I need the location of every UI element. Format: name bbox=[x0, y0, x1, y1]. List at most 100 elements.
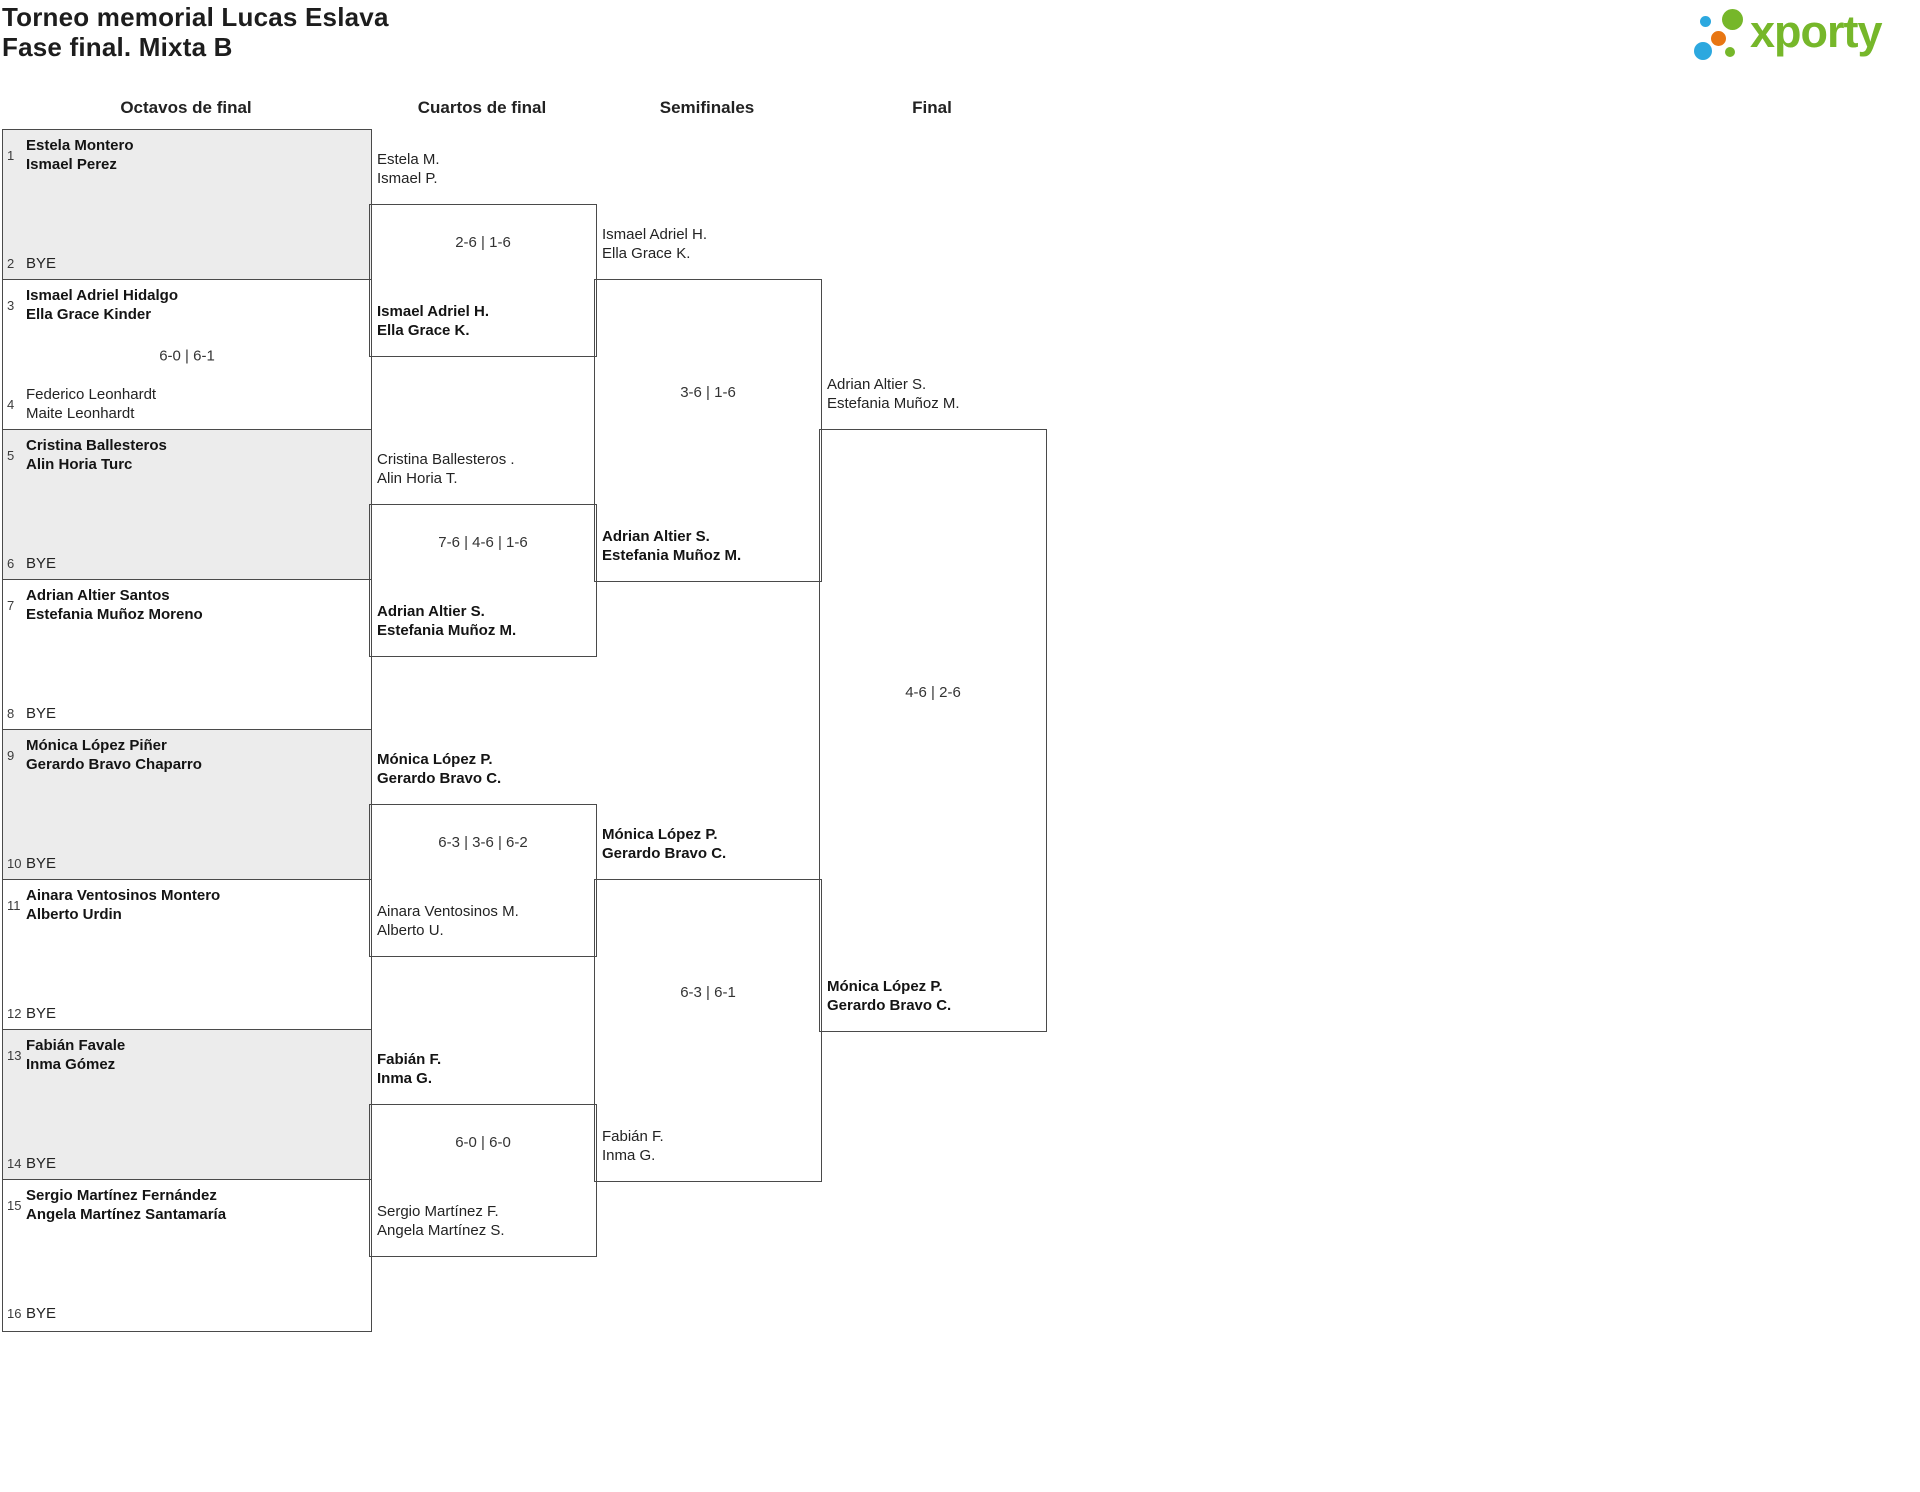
match-score: 6-3 | 3-6 | 6-2 bbox=[438, 833, 528, 851]
seed-label: 16 bbox=[7, 1306, 22, 1321]
team-names: BYE bbox=[26, 854, 56, 873]
sf-match-2: Mónica López P.Gerardo Bravo C. 6-3 | 6-1… bbox=[594, 826, 822, 1182]
team-name: Gerardo Bravo Chaparro bbox=[26, 756, 202, 773]
logo-dot-blue-large bbox=[1694, 42, 1712, 60]
team-name: BYE bbox=[26, 1005, 57, 1022]
tournament-subtitle: Fase final. Mixta B bbox=[2, 32, 233, 62]
team-name: Ella Grace K. bbox=[377, 322, 470, 339]
team-label-bottom: Ismael Adriel H.Ella Grace K. bbox=[377, 302, 592, 340]
match-score: 2-6 | 1-6 bbox=[455, 233, 511, 251]
team-names: BYE bbox=[26, 1154, 56, 1173]
seed-label: 11 bbox=[7, 897, 21, 913]
team-name: Alberto U. bbox=[377, 922, 444, 939]
round-header-final: Final bbox=[912, 98, 952, 117]
seed-label: 2 bbox=[7, 256, 15, 271]
team-name: Estefania Muñoz M. bbox=[827, 395, 960, 412]
team-slot-bottom: 2 BYE bbox=[7, 254, 363, 273]
seed-label: 5 bbox=[7, 447, 15, 463]
seed-label: 1 bbox=[7, 147, 15, 163]
seed-label: 3 bbox=[7, 297, 15, 313]
seed-label: 13 bbox=[7, 1047, 22, 1063]
team-names: BYE bbox=[26, 1004, 56, 1023]
team-label-bottom: Fabián F.Inma G. bbox=[602, 1127, 817, 1165]
logo-dot-blue-small bbox=[1700, 16, 1711, 27]
tournament-title: Torneo memorial Lucas Eslava bbox=[2, 2, 389, 32]
seed-label: 7 bbox=[7, 597, 15, 613]
match-score: 7-6 | 4-6 | 1-6 bbox=[438, 533, 528, 551]
team-label-bottom: Mónica López P.Gerardo Bravo C. bbox=[827, 977, 1042, 1015]
team-name: Mónica López P. bbox=[377, 751, 493, 768]
team-name: Cristina Ballesteros bbox=[26, 437, 167, 454]
team-name: Fabián Favale bbox=[26, 1037, 126, 1054]
team-name: Maite Leonhardt bbox=[26, 405, 135, 422]
team-name: Mónica López P. bbox=[827, 978, 943, 995]
team-name: BYE bbox=[26, 705, 57, 722]
match-score: 6-0 | 6-1 bbox=[159, 347, 215, 364]
team-name: Estela M. bbox=[377, 151, 440, 168]
team-name: Angela Martínez Santamaría bbox=[26, 1206, 227, 1223]
seed-label: 14 bbox=[7, 1156, 22, 1171]
title-block: Torneo memorial Lucas Eslava Fase final.… bbox=[2, 2, 389, 62]
qf-match-3: Mónica López P. Gerardo Bravo C. 6-3 | 3-6… bbox=[369, 751, 597, 957]
team-names: BYE bbox=[26, 254, 56, 273]
logo-dot-orange bbox=[1711, 31, 1726, 46]
team-label-top: Fabián F. Inma G. bbox=[377, 1050, 592, 1088]
seed-label: 9 bbox=[7, 747, 15, 763]
logo-dot-green-large bbox=[1722, 9, 1743, 30]
team-name: Gerardo Bravo C. bbox=[377, 770, 502, 787]
team-name: Alin Horia Turc bbox=[26, 456, 133, 473]
round-header-semifinales: Semifinales bbox=[659, 98, 755, 117]
team-label-top: Mónica López P.Gerardo Bravo C. bbox=[602, 825, 817, 863]
xporty-logo[interactable]: xporty bbox=[1690, 0, 1918, 72]
team-name: Sergio Martínez Fernández bbox=[26, 1187, 217, 1204]
logo-wordmark: xporty bbox=[1750, 6, 1883, 57]
match-score: 6-3 | 6-1 bbox=[680, 983, 736, 1001]
team-name: Inma G. bbox=[377, 1070, 433, 1087]
seed-label: 15 bbox=[7, 1197, 22, 1213]
team-label-bottom: Adrian Altier S. Estefania Muñoz M. bbox=[602, 527, 817, 565]
team-name: BYE bbox=[26, 555, 57, 572]
team-name: Cristina Ballesteros . bbox=[377, 451, 515, 468]
team-name: Sergio Martínez F. bbox=[377, 1203, 499, 1220]
team-name: Ismael Adriel H. bbox=[602, 226, 708, 243]
team-name: Estefania Muñoz M. bbox=[602, 547, 742, 564]
team-name: BYE bbox=[26, 255, 57, 272]
team-name: Ismael Adriel Hidalgo bbox=[26, 287, 178, 304]
team-name: Fabián F. bbox=[377, 1051, 442, 1068]
team-name: Adrian Altier S. bbox=[377, 603, 485, 620]
team-name: Adrian Altier S. bbox=[602, 528, 710, 545]
team-label-top: Adrian Altier S.Estefania Muñoz M. bbox=[827, 375, 1042, 413]
team-name: Adrian Altier Santos bbox=[26, 587, 170, 604]
logo-dot-green-small bbox=[1725, 47, 1735, 57]
team-name: Mónica López P. bbox=[602, 826, 718, 843]
team-name: Inma G. bbox=[602, 1147, 656, 1164]
match-score: 3-6 | 1-6 bbox=[680, 383, 736, 401]
team-name: Ainara Ventosinos Montero bbox=[26, 887, 221, 904]
team-name: BYE bbox=[26, 855, 57, 872]
